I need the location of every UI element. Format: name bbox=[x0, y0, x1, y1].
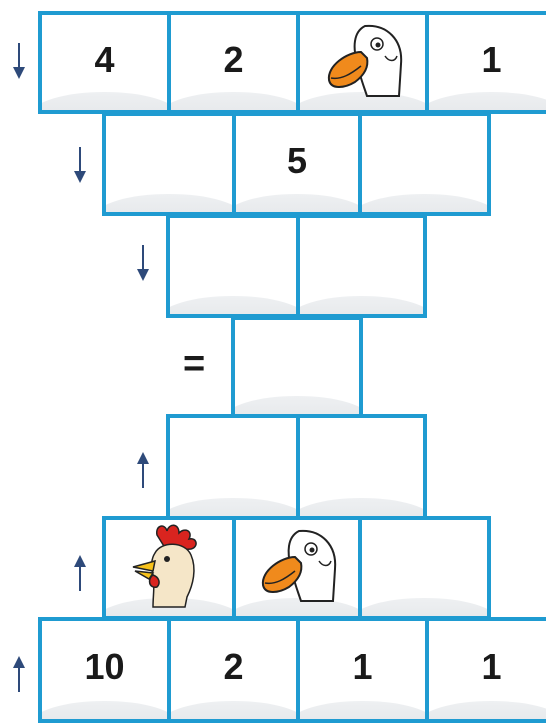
pyramid-cell[interactable]: 2 bbox=[167, 617, 300, 723]
pyramid-cell[interactable] bbox=[296, 414, 427, 520]
pyramid-cell[interactable] bbox=[231, 316, 363, 418]
pyramid-cell[interactable]: 1 bbox=[425, 11, 546, 114]
pyramid-cell[interactable]: 4 bbox=[38, 11, 171, 114]
up-arrow-icon bbox=[74, 555, 86, 591]
down-arrow-icon bbox=[74, 147, 86, 183]
pyramid-cell[interactable] bbox=[166, 214, 300, 318]
cell-value: 10 bbox=[84, 646, 125, 687]
up-arrow-icon bbox=[137, 452, 149, 488]
pyramid-cell[interactable] bbox=[166, 414, 300, 520]
cell-value: 4 bbox=[94, 38, 115, 80]
goose-icon bbox=[327, 24, 402, 97]
pyramid-cell[interactable] bbox=[232, 516, 362, 620]
pyramid-cell[interactable] bbox=[358, 112, 491, 216]
pyramid-cell[interactable] bbox=[358, 516, 491, 620]
cell-value: 1 bbox=[352, 646, 373, 687]
pyramid-cell[interactable] bbox=[102, 112, 236, 216]
cell-value: 5 bbox=[286, 140, 308, 181]
cell-value: 1 bbox=[481, 38, 502, 80]
pyramid-cell[interactable] bbox=[296, 11, 429, 114]
down-arrow-icon bbox=[13, 43, 25, 79]
pyramid-cell[interactable] bbox=[102, 516, 236, 620]
down-arrow-icon bbox=[137, 245, 149, 281]
pyramid-cell[interactable] bbox=[296, 214, 427, 318]
pyramid-cell[interactable]: 5 bbox=[232, 112, 362, 216]
up-arrow-icon bbox=[13, 656, 25, 692]
rooster-icon bbox=[132, 524, 197, 608]
equals-sign: = bbox=[183, 343, 206, 385]
cell-value: 2 bbox=[223, 38, 244, 80]
pyramid-cell[interactable]: 1 bbox=[296, 617, 429, 723]
pyramid-cell[interactable]: 2 bbox=[167, 11, 300, 114]
pyramid-cell[interactable]: 10 bbox=[38, 617, 171, 723]
goose-icon bbox=[261, 529, 337, 602]
cell-value: 1 bbox=[481, 646, 502, 687]
cell-value: 2 bbox=[223, 646, 244, 687]
pyramid-cell[interactable]: 1 bbox=[425, 617, 546, 723]
